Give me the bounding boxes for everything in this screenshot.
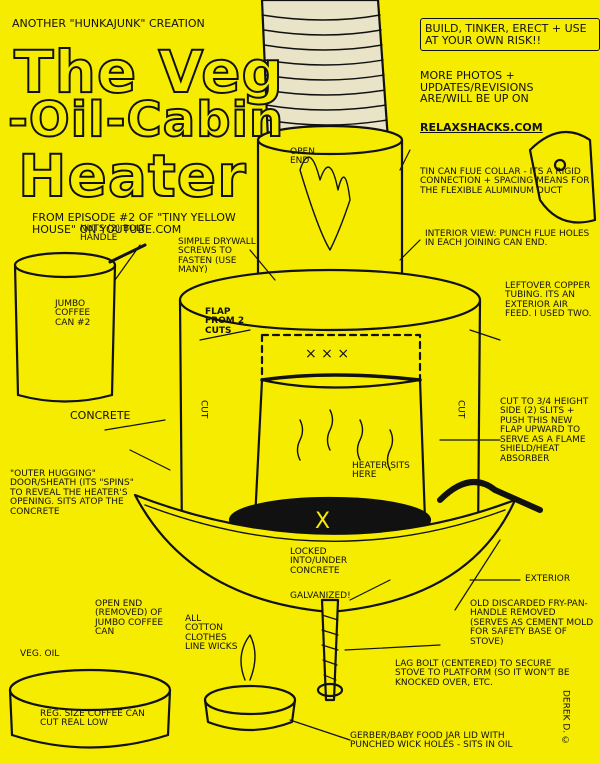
label-jumbo-can: Jumbo coffee can #2 [55,299,91,328]
lag-bolt [316,598,344,702]
svg-text:X: X [315,509,330,534]
label-heater-sits-here: Heater sits here [352,461,410,481]
more-info: More photos + updates/revisions are/will… [420,69,534,106]
byline: Another "Hunkajunk" Creation [12,17,205,30]
bottom-oil-can [8,668,172,749]
label-veg-oil: Veg. oil [20,649,60,659]
label-drywall-screws: Simple drywall screws to fasten (use man… [178,237,256,276]
caricature [528,130,597,224]
label-open-end-removed: Open end (removed) of jumbo coffee can [95,599,164,638]
label-nuts-bolt: Nuts (2) bolt handle [80,224,146,244]
leader-lines [104,149,521,741]
jumbo-coffee-can [13,243,147,403]
website-link[interactable]: Relaxshacks.com [420,121,543,134]
disclaimer: Build, tinker, erect + use at your own r… [420,18,600,52]
label-cut-right: Cut [455,400,466,419]
label-tin-can-flue: Tin can flue collar - its a rigid connec… [420,167,590,196]
label-exterior: Exterior [525,574,571,584]
gerber-lid [203,634,297,732]
signature: Derek D. © [560,690,571,746]
label-outer-hugging-door: "Outer hugging" door/sheath (its "spins"… [10,469,134,517]
label-leftover-tubing: Leftover copper tubing. Its an exterior … [505,281,592,320]
label-open-end: Open end [290,147,315,167]
label-cotton-wicks: All cotton clothes line wicks [185,614,238,653]
label-old-pan: Old discarded fry-pan-handle removed (se… [470,599,594,647]
label-cut-left: Cut [198,400,209,419]
fry-pan-base [133,479,543,614]
svg-text:× × ×: × × × [305,346,349,362]
title-line-2: -Oil-Cabin [7,91,285,149]
label-concrete: Concrete [70,409,131,422]
label-lag-bolt: Lag bolt (centered) to secure stove to p… [395,659,570,688]
label-interior-view: Interior view: punch flue holes in each … [425,229,590,249]
label-gerber-lid: Gerber/baby food jar lid with punched wi… [350,731,513,751]
label-cut-instructions: Cut to 3/4 height side (2) slits + push … [500,397,589,464]
episode-note: From Episode #2 of "Tiny Yellow House" o… [32,211,236,236]
title-line-1: The Veg [13,37,284,107]
label-flap: Flap from 2 cuts [205,307,245,336]
title-line-3: Heater [17,141,247,211]
label-galvanized: Galvanized! [290,591,351,601]
label-reg-size-can: Reg. size coffee can cut real low [40,709,145,729]
label-locked-into: Locked into/under concrete [290,547,348,576]
